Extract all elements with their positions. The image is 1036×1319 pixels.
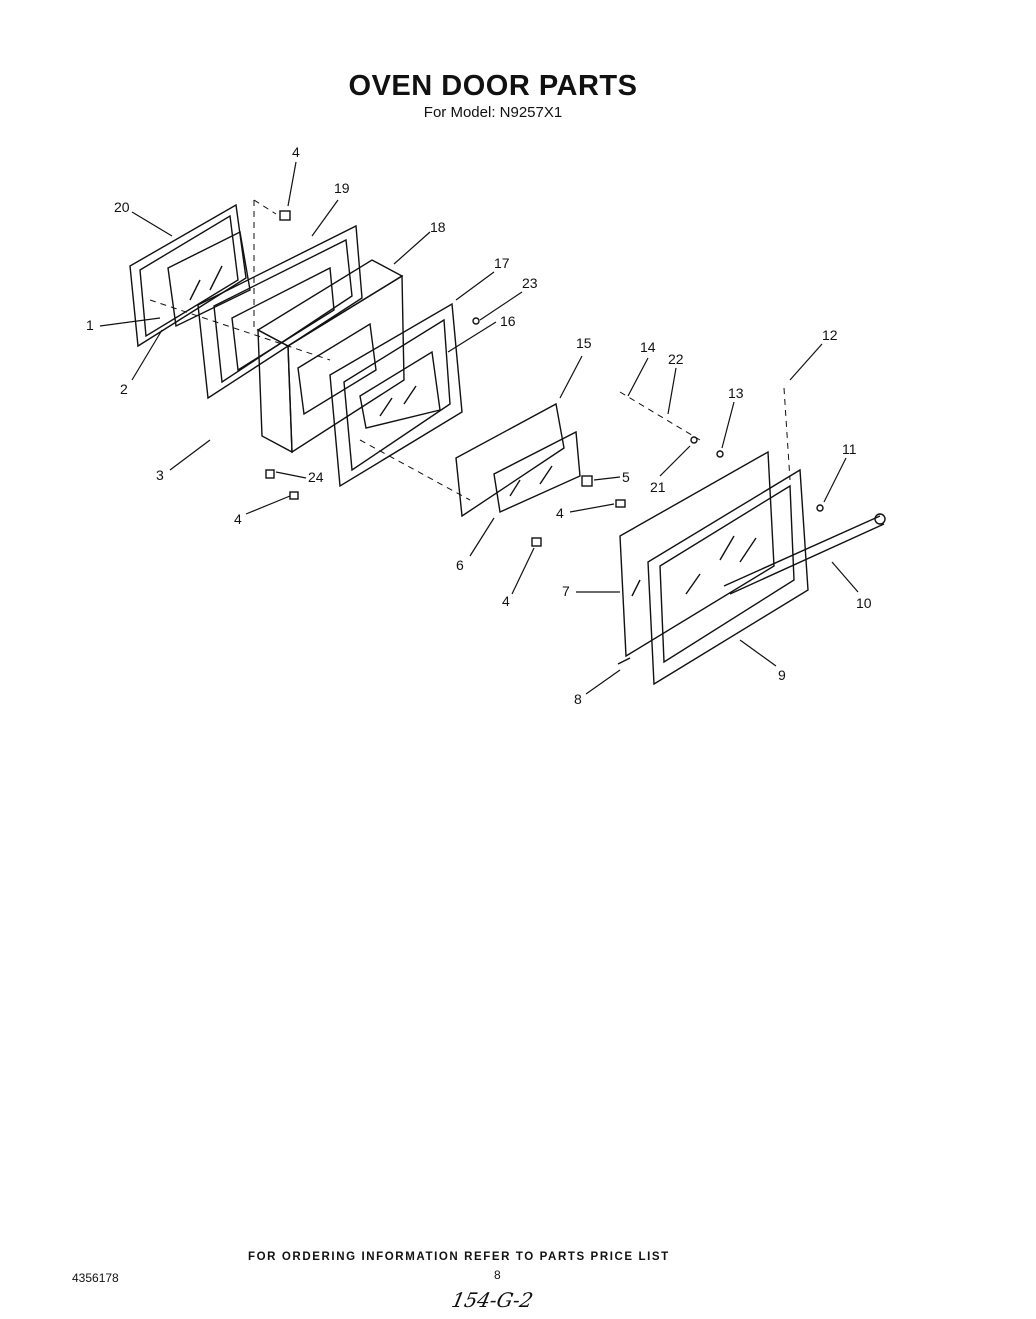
callout-label: 2 [120,381,128,397]
model-subtitle: For Model: N9257X1 [423,104,563,121]
callout-label: 11 [842,441,857,457]
page-number: 8 [494,1268,501,1282]
callout-label: 3 [156,467,164,483]
ordering-note: FOR ORDERING INFORMATION REFER TO PARTS … [248,1251,670,1263]
callout-labels: 4 19 20 18 17 23 16 1 2 3 24 4 15 14 22 … [86,144,872,707]
part-20-back-frame [129,203,251,348]
callout-label: 5 [622,469,630,485]
part-9-door-frame [647,468,809,686]
callout-label: 4 [556,505,564,521]
part-4-clip [289,491,299,500]
callout-label: 19 [334,180,350,196]
part-5-spacer [581,475,593,487]
callout-label: 8 [574,691,582,707]
part-24-bracket [265,469,275,479]
part-4-clip [531,537,542,547]
part-18-insulation [256,259,405,454]
callout-label: 23 [522,275,538,291]
part-17-inner-panel [329,302,463,488]
callout-label: 14 [640,339,656,355]
callout-label: 17 [494,255,510,271]
callout-label: 10 [856,595,872,611]
callout-label: 1 [86,317,94,333]
alignment-lines [149,199,791,501]
part-11-screw [816,504,824,512]
callout-label: 4 [292,144,300,160]
callout-label: 6 [456,557,464,573]
part-8-pin [617,657,631,665]
handwritten-reference: 154-G-2 [449,1288,536,1312]
callout-label: 7 [562,583,570,599]
page-title: OVEN DOOR PARTS [348,70,638,102]
part-4-clip [615,499,626,508]
callout-label: 12 [822,327,838,343]
document-number: 4356178 [72,1271,119,1285]
callout-label: 16 [500,313,516,329]
callout-label: 20 [114,199,130,215]
part-10-handle [723,513,886,595]
part-23-screw [472,317,480,325]
callout-label: 24 [308,469,324,485]
callout-label: 9 [778,667,786,683]
callout-label: 4 [234,511,242,527]
callout-label: 4 [502,593,510,609]
part-4-clip [279,210,291,221]
part-7-outer-glass [619,450,775,658]
callout-label: 22 [668,351,684,367]
callout-label: 15 [576,335,592,351]
part-19-frame [197,224,363,400]
callout-label: 13 [728,385,744,401]
callout-label: 18 [430,219,446,235]
part-6-inner-glass [455,402,581,518]
part-13-screw [716,450,724,458]
leader-lines [99,161,859,695]
part-21-screw [690,436,698,444]
callout-label: 21 [650,479,666,495]
